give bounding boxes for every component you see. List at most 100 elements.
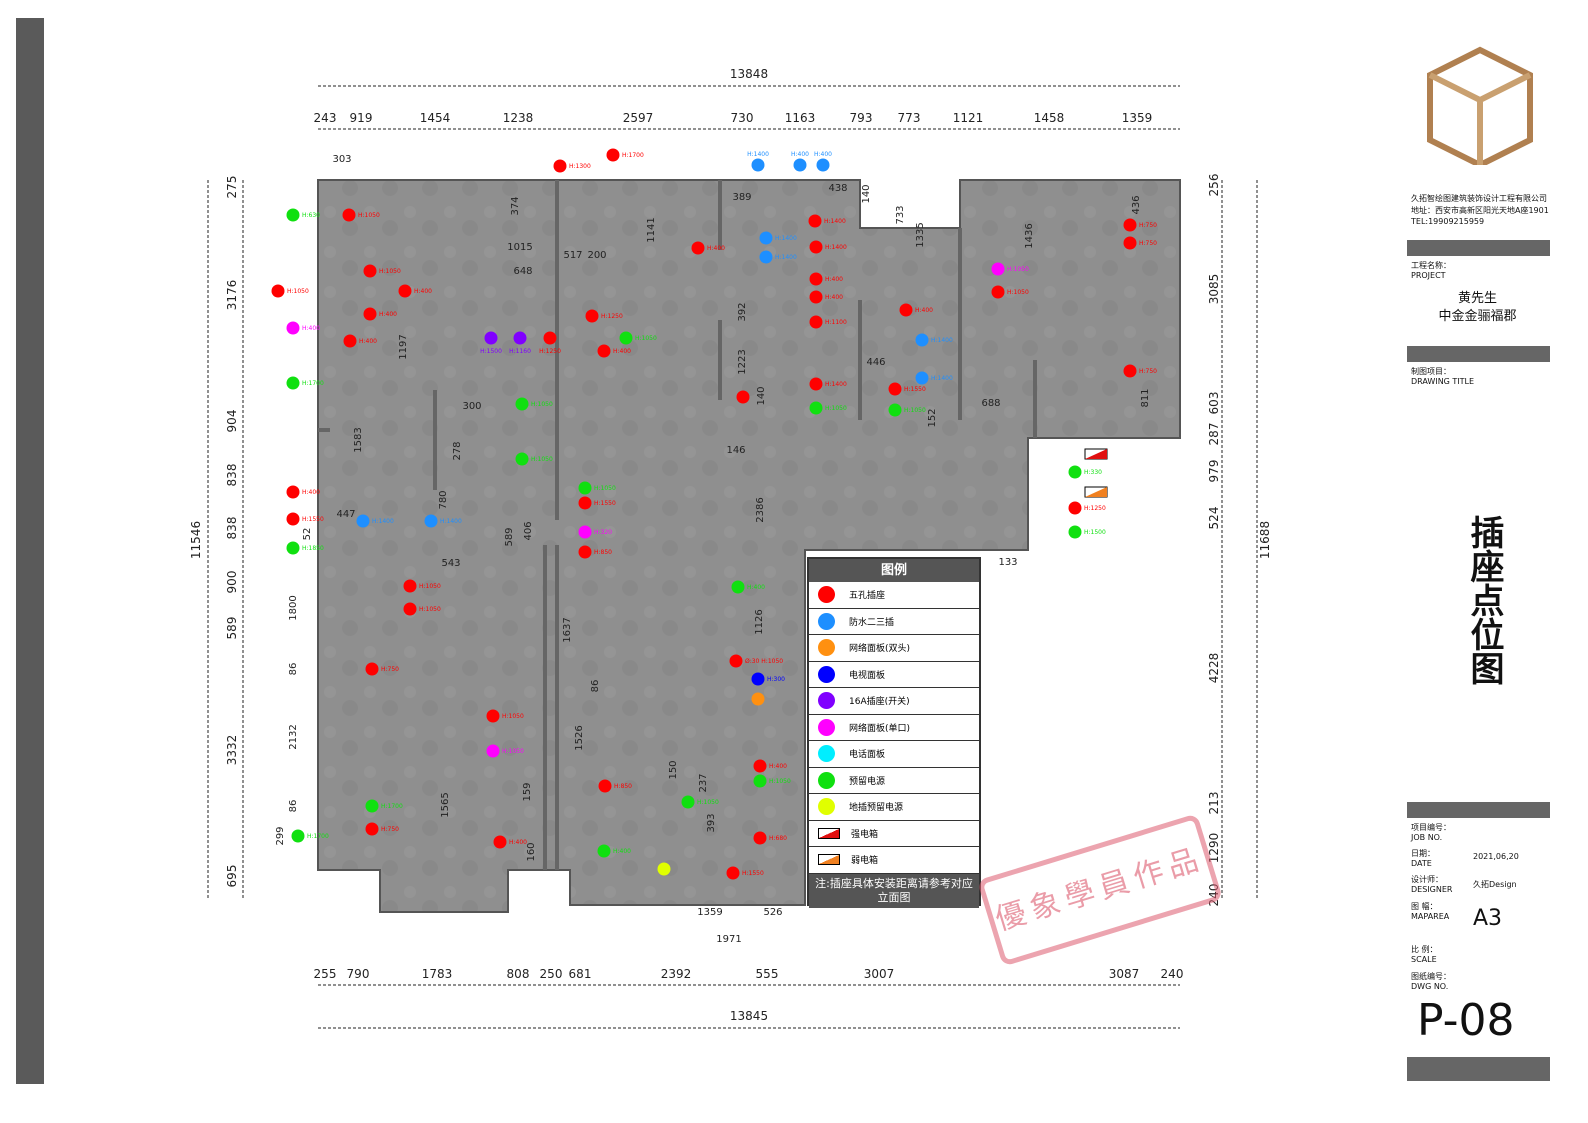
dim-left: 900 [225,571,239,594]
job-label: 项目编号： [1411,823,1451,832]
legend-item: 网络面板(单口) [809,715,979,741]
outlet-height-label: H:1050 [531,456,553,463]
legend-note: 注:插座具体安装距离请参考对应立面图 [809,873,979,908]
outlet-marker [597,344,611,358]
dim-inner: 688 [981,398,1000,409]
outlet-marker [991,262,1005,276]
outlet-marker [726,866,740,880]
outlet-marker [286,376,300,390]
job-label-en: JOB NO. [1411,833,1443,842]
outlet-marker [486,709,500,723]
dim-top: 1238 [503,111,534,125]
outlet-height-label: H:400 [613,848,631,855]
dim-inner: 1583 [353,427,364,452]
outlet-height-label: H:850 [614,783,632,790]
outlet-marker [816,158,830,172]
outlet-height-label: H:400 [825,294,843,301]
outlet-marker [729,654,743,668]
outlet-height-label: H:1400 [440,518,462,525]
outlet-height-label: H:1400 [931,337,953,344]
company-tel: TEL:19909215959 [1411,217,1485,226]
legend-item: 电话面板 [809,741,979,768]
legend-dot-icon [818,692,835,710]
outlet-height-label: H:680 [769,835,787,842]
dim-top: 2597 [623,111,654,125]
dim-right: 213 [1207,792,1221,815]
outlet-height-label: H:750 [381,826,399,833]
outlet-height-label: H:1700 [302,380,324,387]
dim-right: 287 [1207,423,1221,446]
outlet-marker [578,545,592,559]
strong-box-icon [818,827,840,839]
dim-top: 1359 [1122,111,1153,125]
dim-inner: 1141 [646,217,657,242]
outlet-height-label: H:400 [509,839,527,846]
outlet-height-label: H:1250 [601,313,623,320]
dim-inner: 160 [526,842,537,861]
outlet-height-label: H:400 [747,584,765,591]
outlet-height-label: H:400 [379,311,397,318]
outlet-marker [291,829,305,843]
outlet-height-label: H:1050 [769,778,791,785]
outlet-marker [286,321,300,335]
outlet-marker [753,759,767,773]
maparea-label: 图 幅： [1411,902,1438,911]
dim-inner: 447 [336,509,355,520]
outlet-height-label: H:400 [825,276,843,283]
dim-inner: 1436 [1024,223,1035,248]
outlet-height-label: H:1050 [825,405,847,412]
dim-inner: 86 [288,663,299,676]
dim-right: 1290 [1207,833,1221,864]
dim-left: 275 [225,176,239,199]
scale-label: 比 例： [1411,945,1438,954]
outlet-height-label: H:1250 [1084,505,1106,512]
outlet-height-label: H:750 [1139,240,1157,247]
outlet-marker [543,331,557,345]
outlet-height-label: H:1100 [825,319,847,326]
legend-label: 网络面板(双头) [849,644,911,655]
dim-inner: 140 [861,184,872,203]
outlet-marker [493,835,507,849]
outlet-marker [403,579,417,593]
outlet-height-label: H:1400 [372,518,394,525]
outlet-marker [484,331,498,345]
outlet-marker [751,158,765,172]
dim-inner: 543 [441,558,460,569]
dim-inner: 1526 [574,725,585,750]
title-block: 久拓智绘图建筑装饰设计工程有限公司 地址：西安市高新区阳光天地A座1901 TE… [1405,0,1550,1123]
dim-bottom: 1783 [422,967,453,981]
outlet-height-label: H:1400 [825,244,847,251]
legend-label: 五孔插座 [849,591,886,602]
outlet-marker [486,744,500,758]
legend-dot-icon [818,771,835,789]
outlet-marker [356,514,370,528]
outlet-marker [691,241,705,255]
dim-inner: 300 [462,401,481,412]
interior-walls [318,180,1037,870]
outlet-marker [915,371,929,385]
dim-inner: 436 [1131,195,1142,214]
outlet-marker [598,779,612,793]
dim-inner: 393 [706,813,717,832]
outlet-marker [657,862,671,876]
outlet-marker [578,496,592,510]
outlet-height-label: H:1500 [1084,529,1106,536]
legend-label: 地插预留电源 [849,803,904,814]
outlet-height-label: H:750 [1139,368,1157,375]
dim-left: 904 [225,410,239,433]
dwg-number: P-08 [1417,995,1515,1046]
legend-label: 预留电源 [849,776,886,787]
dim-right: 603 [1207,392,1221,415]
dim-inner: 406 [523,521,534,540]
outlet-height-label: H:1050 [1007,266,1029,273]
outlet-marker [753,774,767,788]
dim-right: 524 [1207,507,1221,530]
drawing-label: 制图项目： [1411,367,1451,376]
outlet-marker [809,377,823,391]
outlet-marker [809,315,823,329]
dim-bottom: 3007 [864,967,895,981]
legend-label: 弱电箱 [851,856,879,867]
outlet-height-label: H:1550 [742,870,764,877]
outlet-height-label: H:400 [414,288,432,295]
outlet-height-label: H:850 [594,549,612,556]
